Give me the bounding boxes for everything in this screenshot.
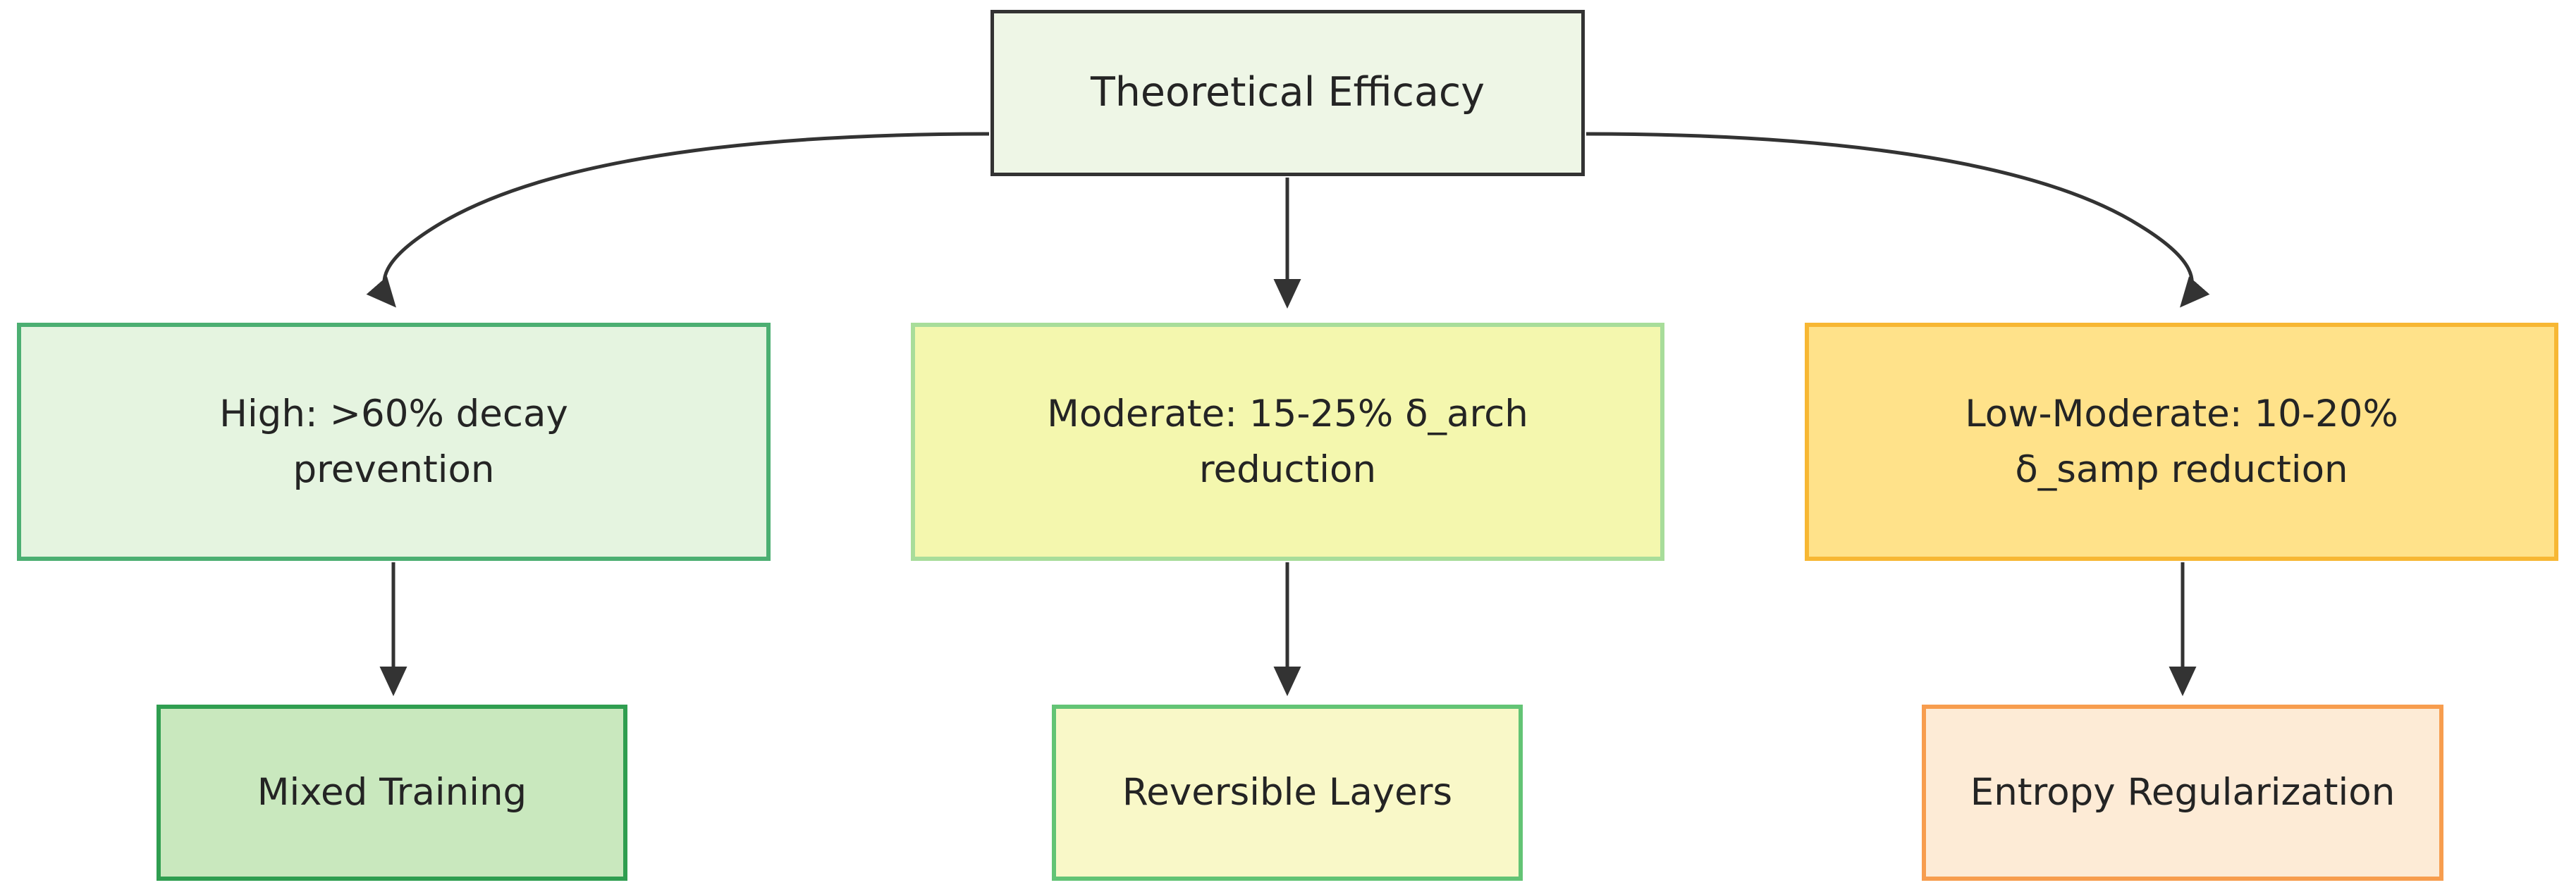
node-label: Mixed Training (257, 771, 527, 815)
node-label: Entropy Regularization (1970, 771, 2396, 815)
node-label: Low-Moderate: 10-20% δ_samp reduction (1965, 392, 2398, 492)
node-label: Theoretical Efficacy (1090, 69, 1485, 116)
node-high-decay-prevention[interactable]: High: >60% decay prevention (17, 323, 771, 561)
edge-root-to-high (366, 132, 990, 308)
node-label: Reversible Layers (1122, 771, 1453, 815)
node-moderate-delta-arch-reduction[interactable]: Moderate: 15-25% δ_arch reduction (911, 323, 1664, 561)
node-mixed-training[interactable]: Mixed Training (157, 705, 627, 881)
node-reversible-layers[interactable]: Reversible Layers (1052, 705, 1523, 881)
node-low-moderate-delta-samp-reduction[interactable]: Low-Moderate: 10-20% δ_samp reduction (1805, 323, 2558, 561)
node-label: Moderate: 15-25% δ_arch reduction (1047, 392, 1528, 492)
node-theoretical-efficacy[interactable]: Theoretical Efficacy (990, 10, 1585, 176)
edge-root-to-lowmoderate (1586, 132, 2210, 308)
node-label: High: >60% decay prevention (219, 392, 568, 492)
node-entropy-regularization[interactable]: Entropy Regularization (1922, 705, 2443, 881)
